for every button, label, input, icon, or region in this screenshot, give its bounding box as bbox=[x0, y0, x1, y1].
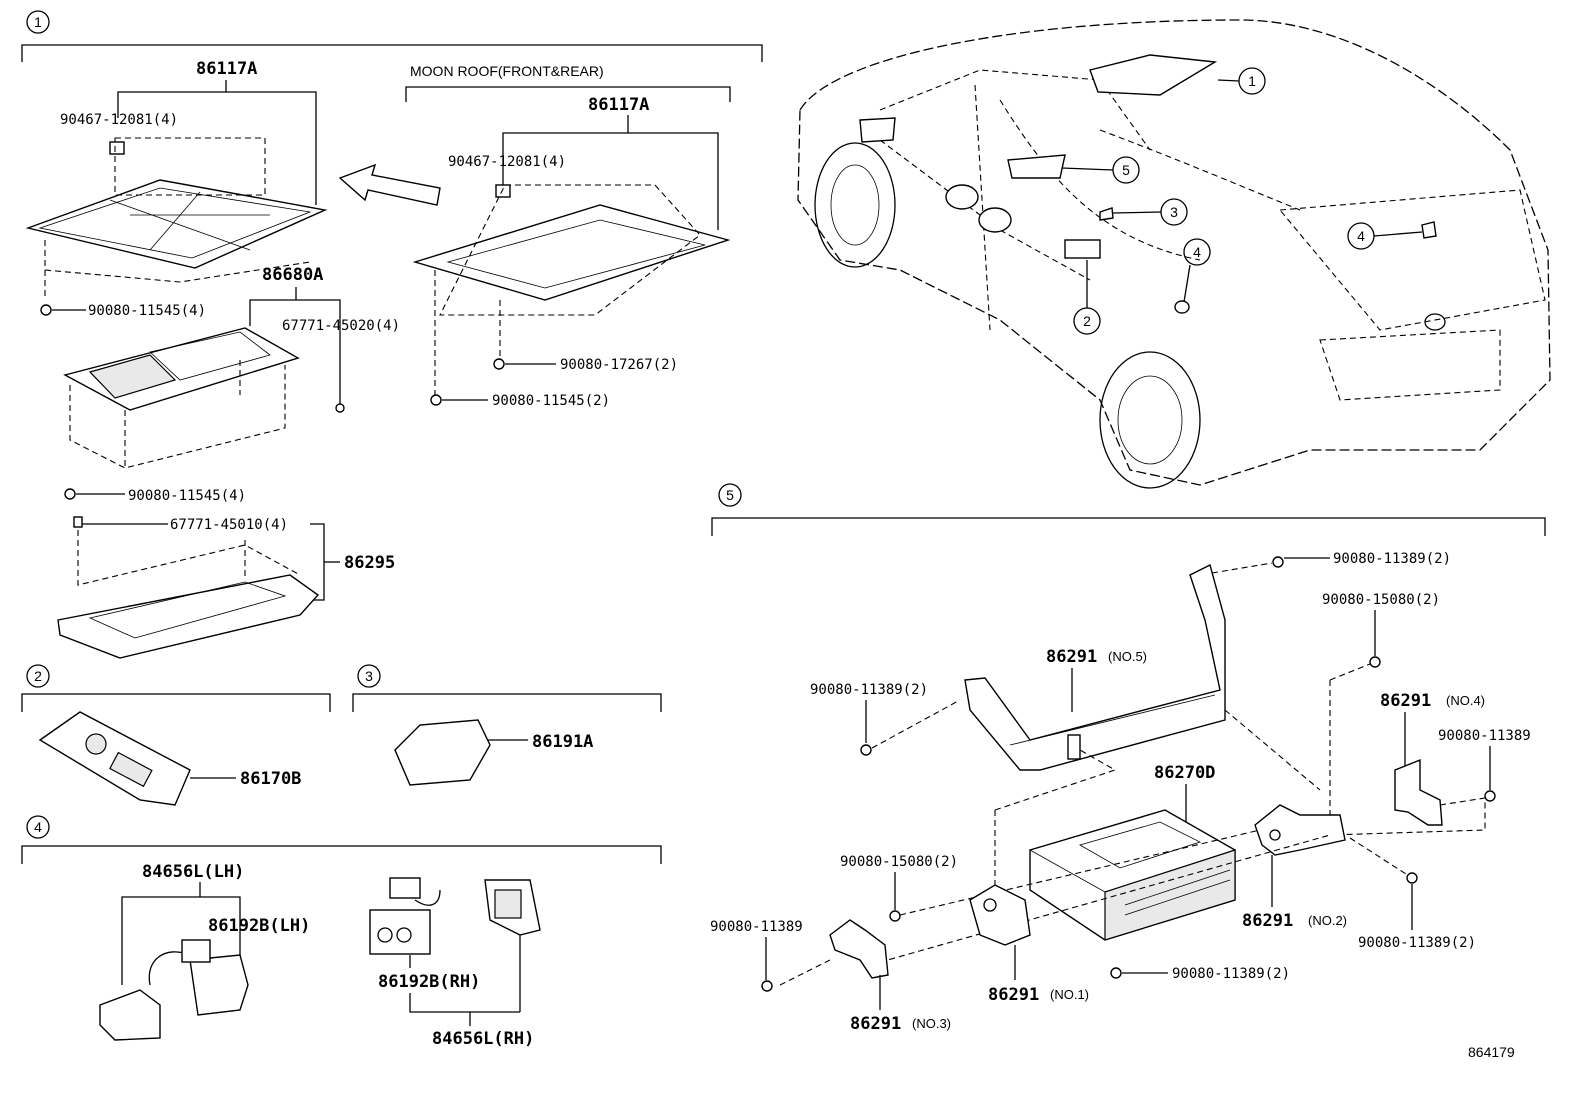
label-90080-17267: 90080-17267(2) bbox=[560, 357, 678, 373]
label-86192B-LH: 86192B(LH) bbox=[208, 916, 310, 936]
label-86291-no4-tag: (NO.4) bbox=[1446, 693, 1485, 708]
section-3-number: 3 bbox=[365, 668, 373, 684]
remote-control bbox=[38, 711, 191, 806]
direction-arrow-icon bbox=[338, 163, 441, 206]
section-4-number: 4 bbox=[34, 819, 42, 835]
label-90080-11389-bot-r: 90080-11389(2) bbox=[1358, 935, 1476, 951]
label-86117A-left: 86117A bbox=[196, 59, 257, 79]
label-86270D: 86270D bbox=[1154, 763, 1215, 783]
display-frame bbox=[63, 327, 300, 469]
label-86191A: 86191A bbox=[532, 732, 593, 752]
bolt-icon bbox=[761, 980, 773, 992]
label-90467-left: 90467-12081(4) bbox=[60, 112, 178, 128]
label-90080-15080-top: 90080-15080(2) bbox=[1322, 592, 1440, 608]
roof-display-unit bbox=[1089, 54, 1218, 96]
section-5: 5 90080-11389(2) 90080-15080(2) 86291 (N… bbox=[710, 483, 1546, 1034]
label-86291-no5-tag: (NO.5) bbox=[1108, 649, 1147, 664]
label-90080-11545-2: 90080-11545(2) bbox=[492, 393, 610, 409]
bolt-icon bbox=[1369, 656, 1381, 668]
section-2-number: 2 bbox=[34, 668, 42, 684]
label-86291-no1-tag: (NO.1) bbox=[1050, 987, 1089, 1002]
label-86680A: 86680A bbox=[262, 265, 323, 285]
bracket-no5 bbox=[964, 563, 1226, 771]
label-90467-right: 90467-12081(4) bbox=[448, 154, 566, 170]
bracket-no2 bbox=[1254, 804, 1346, 856]
label-67771-45010: 67771-45010(4) bbox=[170, 517, 288, 533]
bracket-no3 bbox=[829, 919, 889, 979]
jack-assembly-rh bbox=[369, 877, 541, 955]
roof-cover bbox=[57, 530, 320, 659]
callout-3: 3 bbox=[1170, 204, 1178, 220]
bolt-icon bbox=[430, 394, 442, 406]
figure-id: 864179 bbox=[1468, 1044, 1515, 1060]
label-84656L-LH: 84656L(LH) bbox=[142, 862, 244, 882]
section-4: 4 84656L(LH) 86192B(LH) 86192B(RH) 84656… bbox=[21, 815, 662, 1049]
callout-5: 5 bbox=[1122, 162, 1130, 178]
nut-icon bbox=[493, 358, 505, 370]
label-90080-11545-4a: 90080-11545(4) bbox=[88, 303, 206, 319]
section-3: 3 86191A bbox=[352, 664, 662, 786]
bolt-icon bbox=[40, 304, 52, 316]
nut-icon bbox=[335, 403, 345, 413]
label-86291-no4: 86291 bbox=[1380, 691, 1431, 711]
label-86295: 86295 bbox=[344, 553, 395, 573]
section-2: 2 86170B bbox=[21, 664, 331, 806]
bolt-icon bbox=[1110, 967, 1122, 979]
bolt-icon bbox=[1406, 872, 1418, 884]
label-86192B-RH: 86192B(RH) bbox=[378, 972, 480, 992]
label-86291-no5: 86291 bbox=[1046, 647, 1097, 667]
label-86117A-right: 86117A bbox=[588, 95, 649, 115]
label-90080-11545-4b: 90080-11545(4) bbox=[128, 488, 246, 504]
head-unit bbox=[1028, 809, 1236, 941]
label-90080-11389-far: 90080-11389 bbox=[710, 919, 803, 935]
clip-icon bbox=[73, 516, 83, 528]
bolt-icon bbox=[860, 744, 872, 756]
roof-frame-left bbox=[25, 137, 328, 300]
label-90080-11389-right: 90080-11389 bbox=[1438, 728, 1531, 744]
bracket-no1 bbox=[969, 884, 1031, 946]
jack-assembly-lh bbox=[99, 939, 249, 1041]
label-90080-15080-mid: 90080-15080(2) bbox=[840, 854, 958, 870]
label-86291-no1: 86291 bbox=[988, 985, 1039, 1005]
label-90080-11389-bot: 90080-11389(2) bbox=[1172, 966, 1290, 982]
label-86291-no3: 86291 bbox=[850, 1014, 901, 1034]
label-90080-11389-left: 90080-11389(2) bbox=[810, 682, 928, 698]
section-1: 1 86117A 90467-12081(4) 90080-11545(4) M… bbox=[21, 10, 763, 659]
callout-2: 2 bbox=[1083, 313, 1091, 329]
label-86170B: 86170B bbox=[240, 769, 301, 789]
label-moon-roof: MOON ROOF(FRONT&REAR) bbox=[410, 63, 604, 79]
section-1-number: 1 bbox=[34, 14, 42, 30]
roof-frame-right bbox=[412, 184, 731, 395]
bracket-no4 bbox=[1394, 758, 1443, 826]
label-67771-45020: 67771-45020(4) bbox=[282, 318, 400, 334]
callout-4b: 4 bbox=[1357, 228, 1365, 244]
bolt-icon bbox=[1484, 790, 1496, 802]
label-86291-no2: 86291 bbox=[1242, 911, 1293, 931]
bolt-icon bbox=[889, 910, 901, 922]
bolt-icon bbox=[64, 488, 76, 500]
label-84656L-RH: 84656L(RH) bbox=[432, 1029, 534, 1049]
callout-1: 1 bbox=[1248, 73, 1256, 89]
bolt-icon bbox=[1272, 556, 1284, 568]
label-90080-11389-top: 90080-11389(2) bbox=[1333, 551, 1451, 567]
receiver-unit bbox=[394, 719, 491, 786]
clip-icon bbox=[109, 141, 125, 155]
vehicle-illustration: 1 2 3 4 4 5 bbox=[797, 19, 1551, 489]
label-86291-no2-tag: (NO.2) bbox=[1308, 913, 1347, 928]
section-5-number: 5 bbox=[726, 487, 734, 503]
clip-icon bbox=[495, 184, 511, 198]
label-86291-no3-tag: (NO.3) bbox=[912, 1016, 951, 1031]
callout-4: 4 bbox=[1193, 244, 1201, 260]
